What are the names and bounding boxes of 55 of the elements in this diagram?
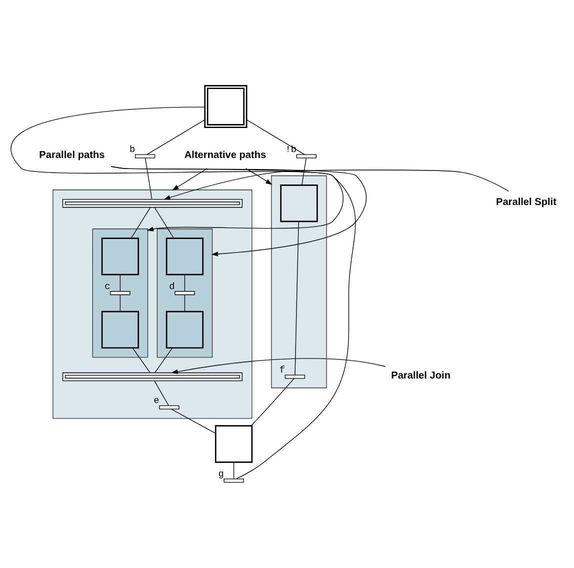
- connector: [120, 294, 121, 312]
- node-bar: [62, 198, 243, 208]
- arrow: [110, 166, 367, 256]
- connector: [144, 158, 152, 200]
- connector: [154, 348, 173, 374]
- node-box: [280, 184, 318, 222]
- connector: [120, 274, 121, 292]
- connector: [132, 348, 150, 374]
- connector: [246, 119, 305, 155]
- node-label: c: [104, 280, 110, 292]
- connector: [302, 158, 307, 186]
- connector: [170, 408, 216, 434]
- connector: [11, 106, 356, 480]
- connector: [154, 380, 169, 406]
- node-label: d: [169, 280, 175, 292]
- node-text: Parallel Split: [496, 197, 556, 208]
- node-box: [204, 85, 248, 128]
- arrow: [172, 168, 208, 190]
- node-label: e: [154, 395, 160, 406]
- node-bar: [224, 478, 244, 483]
- node-label: b: [129, 144, 136, 156]
- node-bar: [110, 291, 130, 296]
- connector: [154, 207, 174, 238]
- node-box: [166, 310, 204, 349]
- arrow: [164, 170, 509, 200]
- connector: [184, 294, 186, 312]
- node-label: !b: [285, 144, 297, 156]
- node-text: Parallel paths: [39, 150, 105, 161]
- node-text: Alternative paths: [184, 150, 266, 161]
- node-label: g: [218, 468, 224, 480]
- cluster: [92, 228, 148, 358]
- cluster: [156, 228, 213, 358]
- node-box: [101, 238, 140, 276]
- cluster: [271, 175, 327, 388]
- node-bar: [174, 291, 195, 296]
- node-bar: [134, 154, 156, 158]
- connector: [184, 274, 186, 292]
- connector: [146, 119, 206, 155]
- node-label: f: [279, 364, 286, 376]
- node-box: [214, 425, 253, 463]
- connector: [233, 462, 234, 480]
- connector: [130, 207, 151, 238]
- node-bar: [159, 405, 180, 410]
- connector: [294, 221, 299, 376]
- connector: [250, 378, 294, 426]
- arrow: [245, 168, 272, 185]
- node-bar: [284, 374, 306, 379]
- node-bar: [296, 154, 316, 158]
- node-box: [101, 310, 140, 349]
- arrow: [110, 166, 344, 232]
- node-bar: [62, 372, 243, 382]
- node-box: [166, 238, 204, 276]
- cluster: [52, 190, 252, 419]
- node-text: Parallel Join: [391, 370, 450, 382]
- arrow: [171, 358, 386, 374]
